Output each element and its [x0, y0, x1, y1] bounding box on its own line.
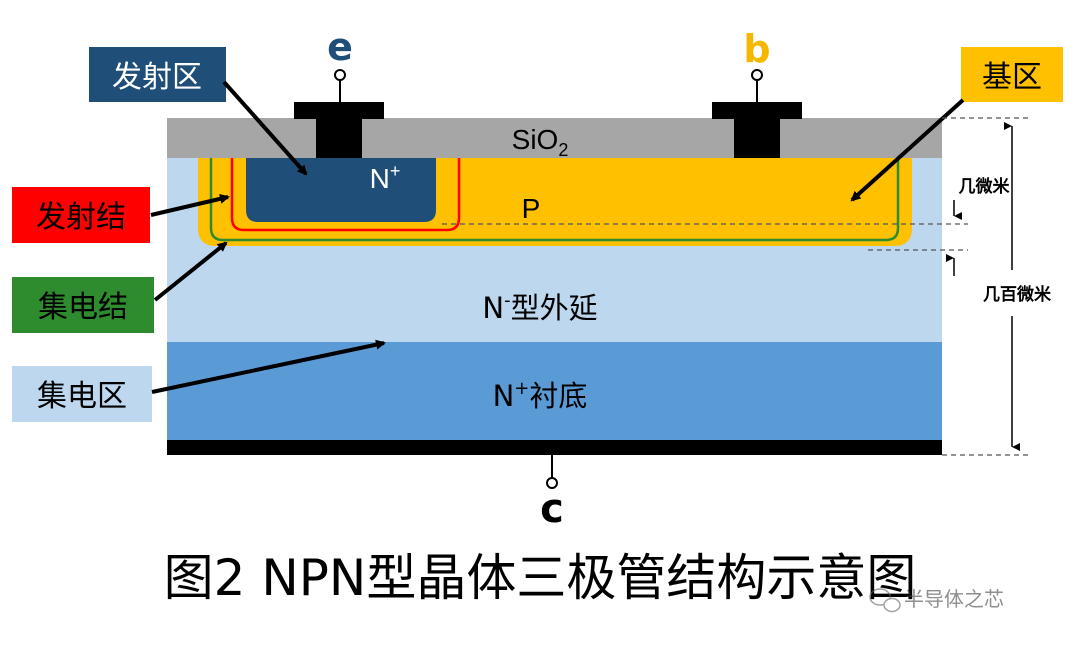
- oxide-label: SiO2: [512, 124, 569, 160]
- watermark: 半导体之芯: [869, 587, 1004, 613]
- base-depth-label: 几微米: [959, 176, 1011, 197]
- emitter-area-callout-text: 发射区: [112, 60, 202, 95]
- base-contact-cap: [712, 102, 802, 119]
- collector-terminal[interactable]: [546, 477, 558, 489]
- base-area-callout-text: 基区: [982, 60, 1042, 95]
- emitter-junction-callout: [12, 187, 150, 243]
- collector-junction-arrow: [153, 241, 228, 302]
- figure-caption: 图2 NPN型晶体三极管结构示意图: [164, 549, 917, 607]
- collector-area-callout: [12, 366, 152, 422]
- total-depth-label: 几百微米: [983, 284, 1052, 305]
- collector-terminal-label: c: [540, 486, 564, 532]
- emitter-junction-arrow: [150, 193, 230, 217]
- base-area-arrow: [850, 98, 965, 202]
- emitter-region: [246, 158, 436, 222]
- emitter-area-arrow: [222, 80, 308, 176]
- collector-junction-callout-text: 集电结: [38, 290, 128, 325]
- collector-area-callout-text: 集电区: [37, 379, 127, 414]
- emitter-contact-stem: [316, 118, 362, 158]
- watermark-text: 半导体之芯: [904, 587, 1004, 611]
- base-terminal-label: b: [743, 27, 770, 71]
- base-area-callout: [961, 47, 1063, 102]
- collector-metal: [167, 440, 942, 455]
- collector-junction-callout: [12, 277, 154, 333]
- base-terminal[interactable]: [751, 69, 763, 81]
- emitter-junction-line: [230, 158, 461, 232]
- collector-junction-line: [209, 158, 900, 242]
- emitter-area-callout: [89, 47, 226, 102]
- emitter-terminal-label: e: [327, 25, 353, 69]
- emitter-contact-cap: [294, 102, 384, 119]
- substrate-label: N+衬底: [493, 378, 588, 413]
- emitter-region-label: N+: [370, 161, 401, 194]
- substrate-layer: [167, 342, 942, 440]
- wechat-icon: [869, 588, 901, 613]
- base-contact-stem: [734, 118, 780, 158]
- emitter-junction-callout-text: 发射结: [36, 200, 126, 235]
- oxide-layer: [167, 118, 942, 158]
- base-region-label: P: [522, 193, 541, 224]
- collector-area-arrow: [151, 339, 386, 394]
- emitter-terminal[interactable]: [334, 69, 346, 81]
- epi-label: N-型外延: [482, 290, 597, 325]
